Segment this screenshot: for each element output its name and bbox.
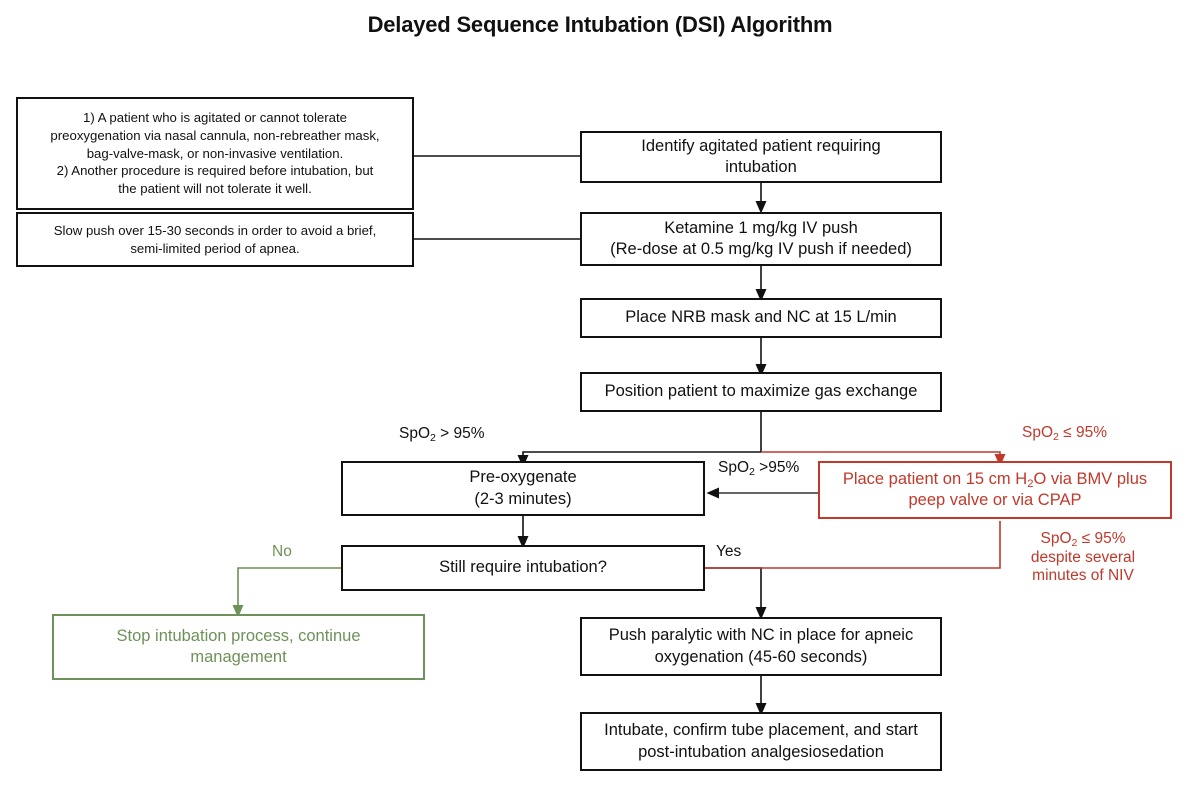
edge-label-mid-sub: 2 (749, 466, 755, 479)
note-indications-line-4: 2) Another procedure is required before … (56, 163, 374, 179)
node-intubate-line-2: post-intubation analgesiosedation (638, 742, 884, 761)
node-still-require-intubation[interactable]: Still require intubation? (341, 545, 705, 591)
node-niv-line-2: peep valve or via CPAP (908, 491, 1082, 509)
node-pre-oxygenate[interactable]: Pre-oxygenate (2-3 minutes) (341, 461, 705, 516)
edge-label-spo2-gt-95-mid: SpO2 >95% (718, 459, 799, 478)
edge-label-right-sub: 2 (1053, 431, 1059, 444)
note-indications-line-5: the patient will not tolerate it well. (118, 181, 312, 197)
edge-label-despite-sub: 2 (1071, 537, 1078, 550)
edge-label-left-rest: > 95% (435, 425, 485, 442)
node-identify-patient-line-2: intubation (725, 158, 797, 176)
node-niv-bmv-cpap[interactable]: Place patient on 15 cm H2O via BMV plus … (818, 461, 1172, 519)
edge-label-spo2-gt-95-left: SpO2 > 95% (399, 425, 485, 444)
node-push-paralytic[interactable]: Push paralytic with NC in place for apne… (580, 617, 942, 676)
node-place-nrb-nc[interactable]: Place NRB mask and NC at 15 L/min (580, 298, 942, 338)
node-stop-line-2: management (190, 648, 287, 666)
edge-label-despite-line-2: despite several (1030, 548, 1136, 566)
edge-label-mid-rest: >95% (754, 459, 800, 476)
node-paralytic-line-2: oxygenation (45-60 seconds) (654, 647, 868, 666)
node-identify-patient[interactable]: Identify agitated patient requiring intu… (580, 131, 942, 183)
node-position-line-1: Position patient to maximize gas exchang… (604, 382, 918, 401)
connector-split-right-to-niv (761, 451, 1006, 467)
node-ketamine-line-2: (Re-dose at 0.5 mg/kg IV push if needed) (610, 240, 912, 258)
edge-label-right-spo: SpO (1022, 424, 1054, 441)
connector-yes-to-paralytic (705, 567, 767, 620)
node-preoxygenate-line-1: Pre-oxygenate (469, 468, 577, 487)
edge-label-despite-rest: ≤ 95% (1077, 530, 1126, 547)
node-identify-patient-line-1: Identify agitated patient requiring (641, 136, 881, 155)
node-intubate-confirm[interactable]: Intubate, confirm tube placement, and st… (580, 712, 942, 771)
node-place-nrb-line-1: Place NRB mask and NC at 15 L/min (625, 308, 897, 327)
connector-niv-failure-to-paralytic (705, 521, 1001, 569)
edge-label-mid-spo: SpO (718, 459, 750, 476)
edge-label-spo2-le-95-despite-niv: SpO2 ≤ 95% despite several minutes of NI… (1008, 530, 1158, 586)
note-indications-line-3: bag-valve-mask, or non-invasive ventilat… (86, 145, 344, 161)
edge-label-despite-spo: SpO (1040, 530, 1072, 547)
node-position-patient[interactable]: Position patient to maximize gas exchang… (580, 372, 942, 412)
node-niv-line-1-part-b: O via BMV plus (1033, 469, 1148, 488)
edge-label-left-spo: SpO (399, 425, 431, 442)
node-preoxygenate-line-2: (2-3 minutes) (474, 489, 572, 508)
edge-label-despite-line-3: minutes of NIV (1032, 567, 1134, 585)
node-stop-line-1: Stop intubation process, continue (116, 626, 361, 645)
node-niv-line-1: Place patient on 15 cm H2O via BMV plus (843, 469, 1147, 490)
node-ketamine-dose[interactable]: Ketamine 1 mg/kg IV push (Re-dose at 0.5… (580, 212, 942, 266)
note-indications-line-1: 1) A patient who is agitated or cannot t… (83, 110, 347, 126)
node-niv-line-1-subscript: 2 (1027, 478, 1034, 491)
note-indications-line-2: preoxygenation via nasal cannula, non-re… (50, 127, 380, 143)
edge-label-no: No (272, 543, 292, 560)
node-intubate-line-1: Intubate, confirm tube placement, and st… (604, 721, 918, 740)
edge-label-left-sub: 2 (430, 432, 436, 445)
edge-label-right-rest: ≤ 95% (1058, 424, 1108, 441)
connector-no-to-stop (232, 567, 341, 618)
note-indications: 1) A patient who is agitated or cannot t… (16, 97, 414, 210)
node-paralytic-line-1: Push paralytic with NC in place for apne… (608, 626, 914, 645)
connector-split-left-to-preoxygenate (517, 451, 761, 468)
edge-label-despite-line-1: SpO2 ≤ 95% (1008, 530, 1158, 549)
note-slow-push-line-1: Slow push over 15-30 seconds in order to… (53, 222, 377, 238)
node-still-require-line-1: Still require intubation? (439, 558, 607, 577)
node-niv-line-1-part-a: Place patient on 15 cm H (842, 469, 1028, 488)
note-slow-push-line-2: semi-limited period of apnea. (130, 240, 300, 256)
note-slow-push: Slow push over 15-30 seconds in order to… (16, 212, 414, 267)
edge-label-yes: Yes (716, 543, 742, 560)
edge-label-spo2-le-95-right: SpO2 ≤ 95% (1022, 424, 1107, 443)
page-title: Delayed Sequence Intubation (DSI) Algori… (367, 12, 833, 37)
node-ketamine-line-1: Ketamine 1 mg/kg IV push (664, 218, 858, 237)
node-stop-intubation[interactable]: Stop intubation process, continue manage… (52, 614, 425, 680)
